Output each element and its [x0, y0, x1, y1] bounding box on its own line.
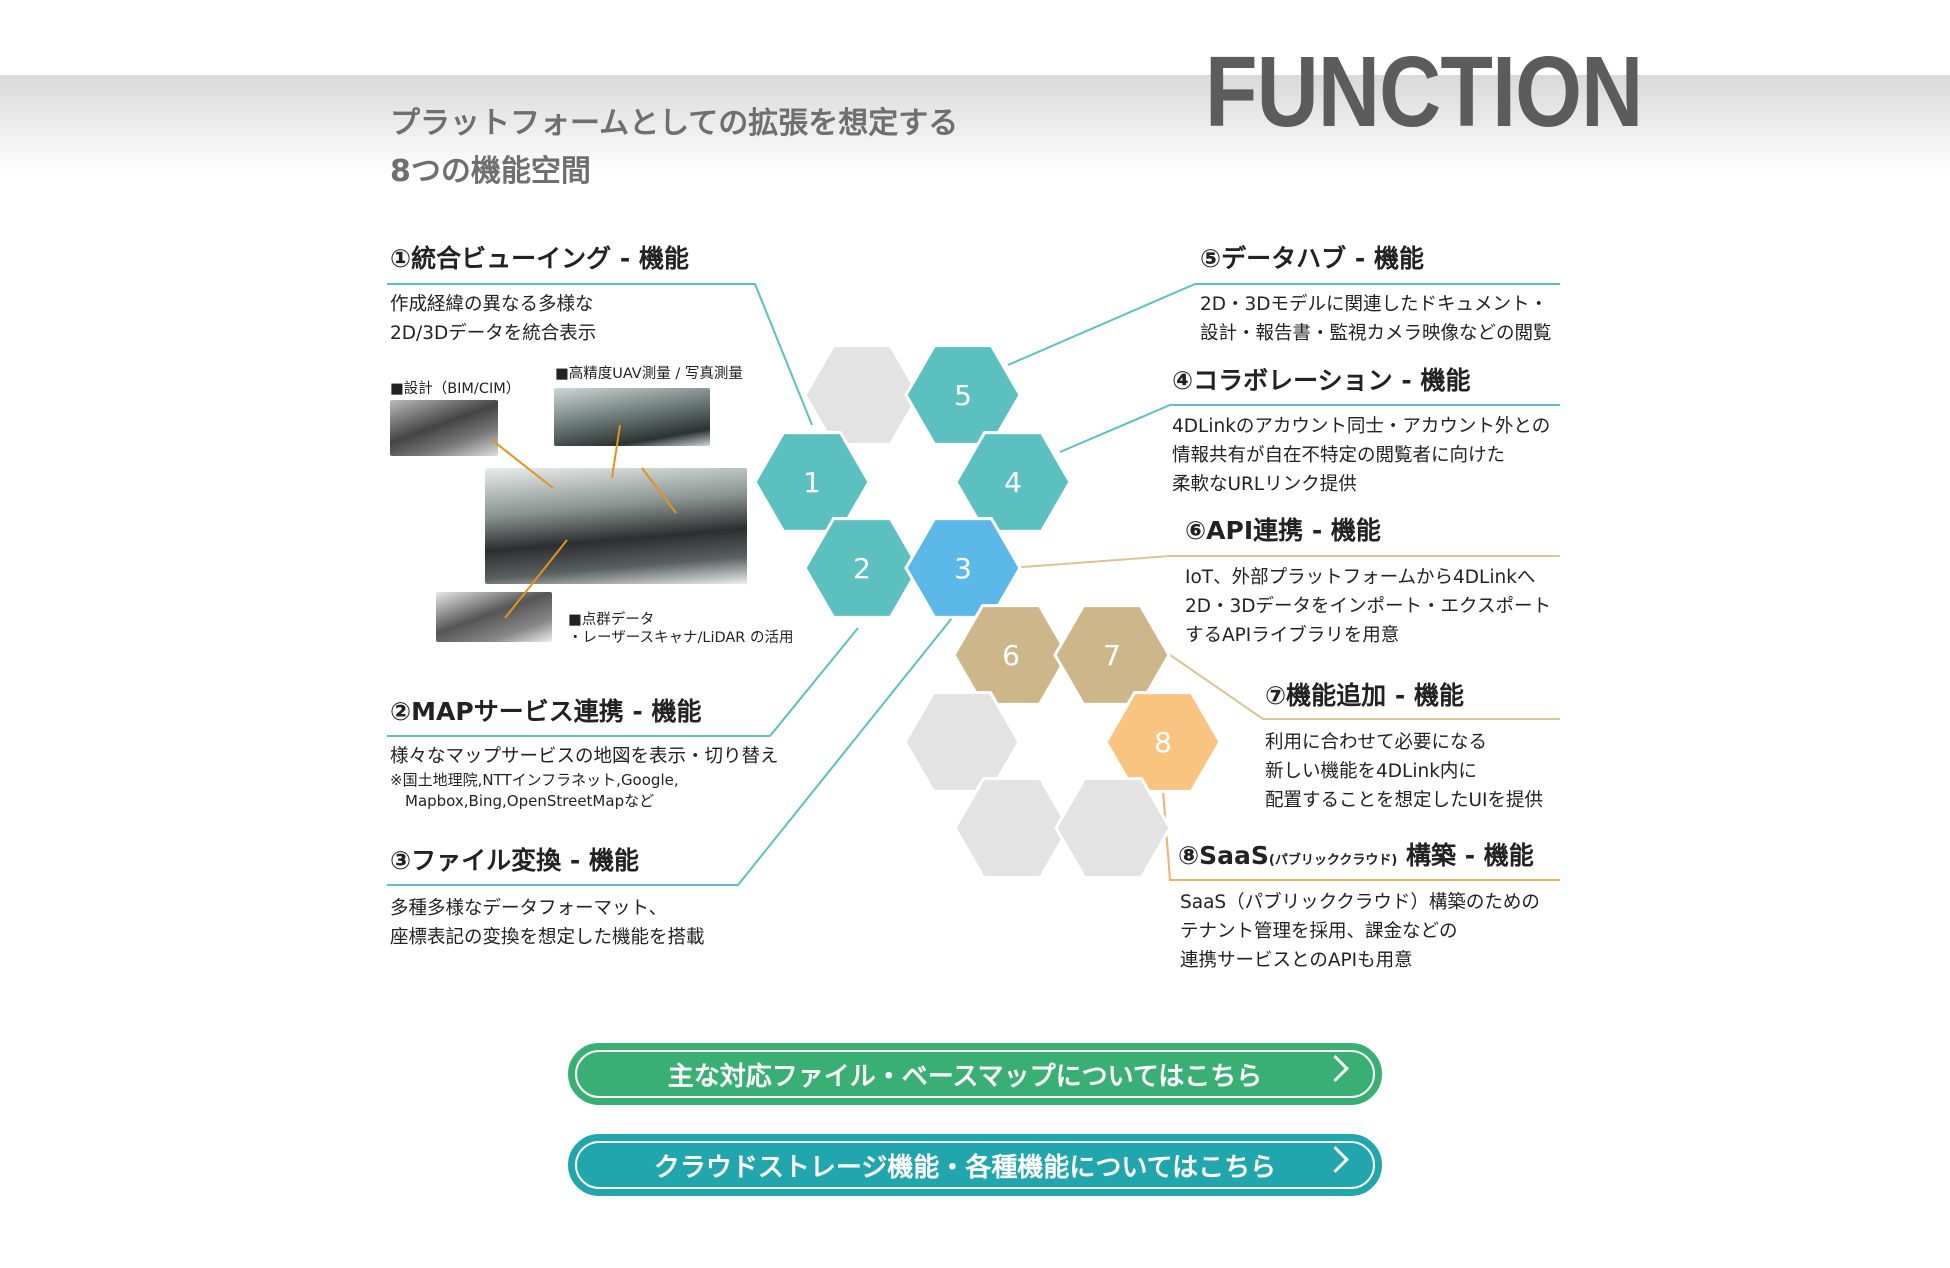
function-3-title: ③ファイル変換 - 機能 — [390, 848, 639, 873]
supported-files-button-label: 主な対応ファイル・ベースマップについてはこちら — [668, 1056, 1263, 1093]
function-4-desc-line: 4DLinkのアカウント同士・アカウント外との — [1172, 412, 1550, 441]
function-8-desc-line: 連携サービスとのAPIも用意 — [1180, 946, 1540, 975]
function-4-title: ④コラボレーション - 機能 — [1172, 368, 1470, 393]
function-7-desc: 利用に合わせて必要になる 新しい機能を4DLink内に 配置することを想定したU… — [1265, 728, 1543, 815]
function-4-desc: 4DLinkのアカウント同士・アカウント外との 情報共有が自在不特定の閲覧者に向… — [1172, 412, 1550, 499]
function-8-desc: SaaS（パブリッククラウド）構築のための テナント管理を採用、課金などの 連携… — [1180, 888, 1540, 975]
function-7-title: ⑦機能追加 - 機能 — [1265, 683, 1464, 708]
point-cloud-label: ■点群データ ・レーザースキャナ/LiDAR の活用 — [568, 611, 794, 647]
function-7-desc-line: 配置することを想定したUIを提供 — [1265, 786, 1543, 815]
point-cloud-label-line-1: ■点群データ — [568, 611, 794, 629]
function-5-title: ⑤データハブ - 機能 — [1200, 246, 1424, 271]
function-3-desc: 多種多様なデータフォーマット、 座標表記の変換を想定した機能を搭載 — [390, 894, 705, 952]
function-8-title-small: (パブリッククラウド) — [1269, 853, 1397, 868]
supported-files-button[interactable]: 主な対応ファイル・ベースマップについてはこちら — [568, 1043, 1382, 1105]
function-8-title-tail: 構築 - 機能 — [1406, 841, 1534, 870]
function-2-desc: 様々なマップサービスの地図を表示・切り替え — [390, 742, 779, 771]
function-4-desc-line: 情報共有が自在不特定の閲覧者に向けた — [1172, 441, 1550, 470]
function-8-title: ⑧SaaS(パブリッククラウド) 構築 - 機能 — [1178, 843, 1534, 868]
point-cloud-label-line-2: ・レーザースキャナ/LiDAR の活用 — [568, 629, 794, 647]
function-5-desc-line: 2D・3Dモデルに関連したドキュメント・ — [1200, 290, 1552, 319]
function-2-note-line: Mapbox,Bing,OpenStreetMapなど — [390, 791, 679, 812]
cloud-storage-button[interactable]: クラウドストレージ機能・各種機能についてはこちら — [568, 1134, 1382, 1196]
function-5-desc-line: 設計・報告書・監視カメラ映像などの閲覧 — [1200, 319, 1552, 348]
function-8-title-main: ⑧SaaS — [1178, 841, 1269, 870]
function-3-desc-line: 多種多様なデータフォーマット、 — [390, 894, 705, 923]
function-8-desc-line: SaaS（パブリッククラウド）構築のための — [1180, 888, 1540, 917]
function-2-note: ※国土地理院,NTTインフラネット,Google, Mapbox,Bing,Op… — [390, 770, 679, 812]
function-6-desc-line: 2D・3Dデータをインポート・エクスポート — [1185, 592, 1551, 621]
function-6-desc: IoT、外部プラットフォームから4DLinkへ 2D・3Dデータをインポート・エ… — [1185, 563, 1551, 650]
function-3-desc-line: 座標表記の変換を想定した機能を搭載 — [390, 923, 705, 952]
function-6-desc-line: IoT、外部プラットフォームから4DLinkへ — [1185, 563, 1551, 592]
function-7-desc-line: 新しい機能を4DLink内に — [1265, 757, 1543, 786]
function-4-desc-line: 柔軟なURLリンク提供 — [1172, 470, 1550, 499]
function-5-desc: 2D・3Dモデルに関連したドキュメント・ 設計・報告書・監視カメラ映像などの閲覧 — [1200, 290, 1552, 348]
function-2-title: ②MAPサービス連携 - 機能 — [390, 699, 702, 724]
function-7-desc-line: 利用に合わせて必要になる — [1265, 728, 1543, 757]
function-2-note-line: ※国土地理院,NTTインフラネット,Google, — [390, 770, 679, 791]
function-6-desc-line: するAPIライブラリを用意 — [1185, 621, 1551, 650]
function-8-desc-line: テナント管理を採用、課金などの — [1180, 917, 1540, 946]
function-6-title: ⑥API連携 - 機能 — [1185, 518, 1381, 543]
cloud-storage-button-label: クラウドストレージ機能・各種機能についてはこちら — [654, 1147, 1276, 1184]
